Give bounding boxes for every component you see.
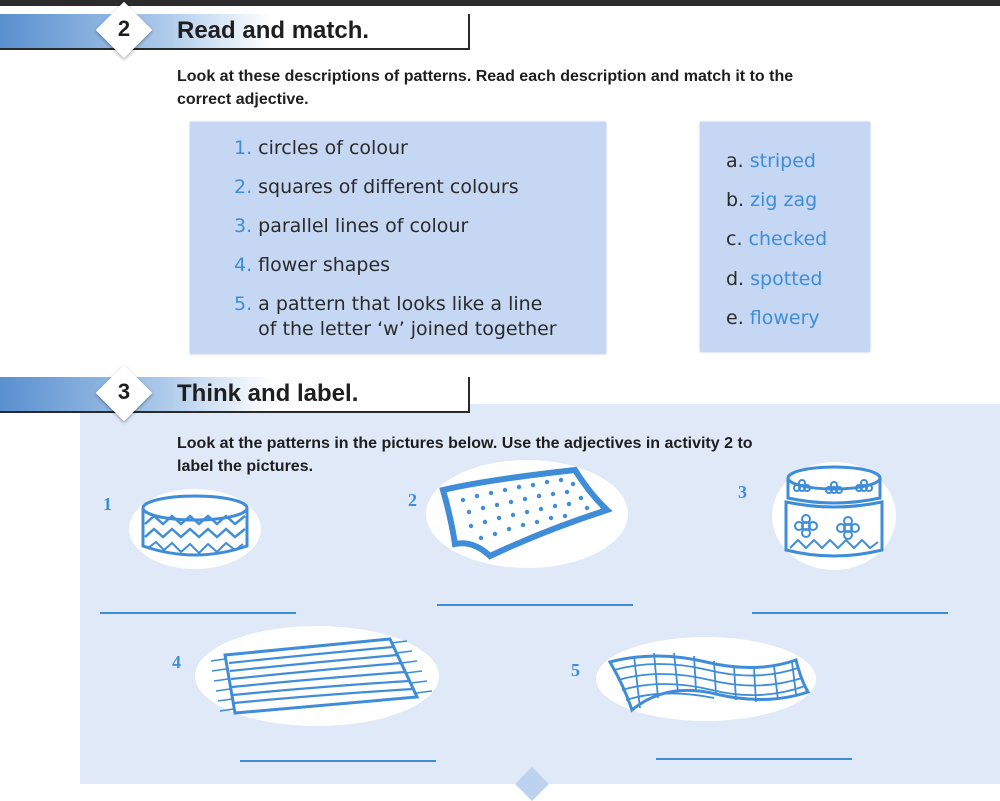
adjective-word: checked [748,228,828,250]
picture-number-2: 2 [408,490,417,510]
description-number: 4. [234,254,253,276]
section-3-instructions: Look at the patterns in the pictures bel… [177,432,967,478]
description-text: a pattern that looks like a line of the l… [258,292,556,342]
instruction-line: Look at the patterns in the pictures bel… [177,435,753,452]
section-2-number: 2 [117,16,131,41]
description-number: 5. [234,293,253,315]
section-3-header-bar [0,377,470,413]
description-text: flower shapes [258,254,391,276]
adjective-item-a: a. striped [726,149,816,174]
adjective-item-d: d. spotted [726,267,822,292]
answer-line-5[interactable] [656,758,852,760]
section-3-number: 3 [117,379,131,404]
description-text: circles of colour [258,137,408,159]
description-text-line: of the letter ‘w’ joined together [258,318,557,340]
answer-line-1[interactable] [100,612,296,614]
adjective-letter: d. [726,268,745,290]
flowery-box-icon [772,462,896,570]
section-3-title: Think and label. [177,380,359,407]
picture-number-1: 1 [103,494,112,514]
zigzag-drum-icon [129,489,261,569]
adjective-word: flowery [749,307,820,329]
description-text-line: a pattern that looks like a line [258,293,543,315]
checked-cloth-icon [596,637,816,721]
descriptions-panel: 1.circles of colour 2.squares of differe… [190,122,606,354]
answer-line-2[interactable] [437,604,633,606]
instruction-line: correct adjective. [177,91,309,108]
description-item-3: 3.parallel lines of colour [234,214,468,239]
adjective-word: spotted [750,268,823,290]
picture-number-3: 3 [738,482,747,502]
description-item-1: 1.circles of colour [234,136,408,161]
picture-number-4: 4 [172,652,181,672]
instruction-line: Look at these descriptions of patterns. … [177,68,794,85]
picture-number-5: 5 [571,660,580,680]
top-border [0,0,1000,6]
description-number: 1. [234,137,253,159]
description-item-5: 5.a pattern that looks like a line of the… [234,292,557,342]
striped-mat-icon [195,626,439,726]
adjective-letter: a. [726,150,744,172]
adjective-item-b: b. zig zag [726,188,817,213]
adjective-item-c: c. checked [726,227,827,252]
answer-line-4[interactable] [240,760,436,762]
description-number: 2. [234,176,253,198]
spotted-rug-icon [426,460,628,568]
adjective-letter: e. [726,307,744,329]
description-item-2: 2.squares of different colours [234,175,519,200]
adjective-item-e: e. flowery [726,306,820,331]
section-2-instructions: Look at these descriptions of patterns. … [177,65,977,111]
instruction-line: label the pictures. [177,458,314,475]
adjective-word: zig zag [750,189,818,211]
description-text: parallel lines of colour [258,215,469,237]
answer-line-3[interactable] [752,612,948,614]
description-number: 3. [234,215,253,237]
description-item-4: 4.flower shapes [234,253,390,278]
adjective-word: striped [749,150,816,172]
adjective-letter: b. [726,189,745,211]
description-text: squares of different colours [258,176,519,198]
adjective-letter: c. [726,228,743,250]
section-2-header-bar [0,14,470,50]
adjectives-panel: a. striped b. zig zag c. checked d. spot… [700,122,870,352]
section-2-title: Read and match. [177,17,370,44]
